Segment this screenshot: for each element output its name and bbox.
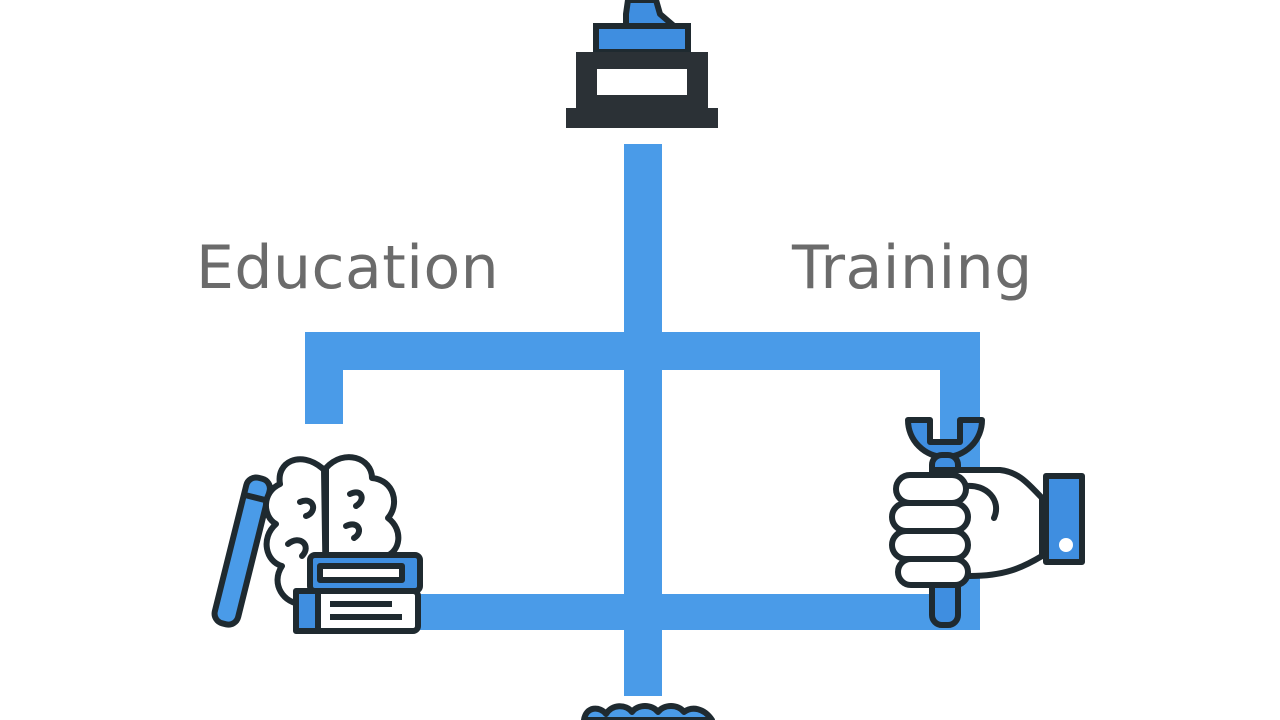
pencil-icon <box>211 474 273 628</box>
hand-icon <box>889 467 1085 588</box>
hand-wrench-icon <box>889 417 1085 628</box>
left-stub <box>305 332 343 424</box>
connector-lines <box>305 144 980 696</box>
horizontal-top-bar <box>305 332 980 370</box>
label-education: Education <box>196 233 500 303</box>
horizontal-bottom-bar <box>410 594 980 630</box>
label-training: Training <box>792 233 1033 303</box>
books-icon <box>293 552 423 634</box>
trophy-icon <box>566 0 718 128</box>
partial-icon <box>581 703 715 720</box>
brain-books-pencil-icon <box>211 454 423 634</box>
